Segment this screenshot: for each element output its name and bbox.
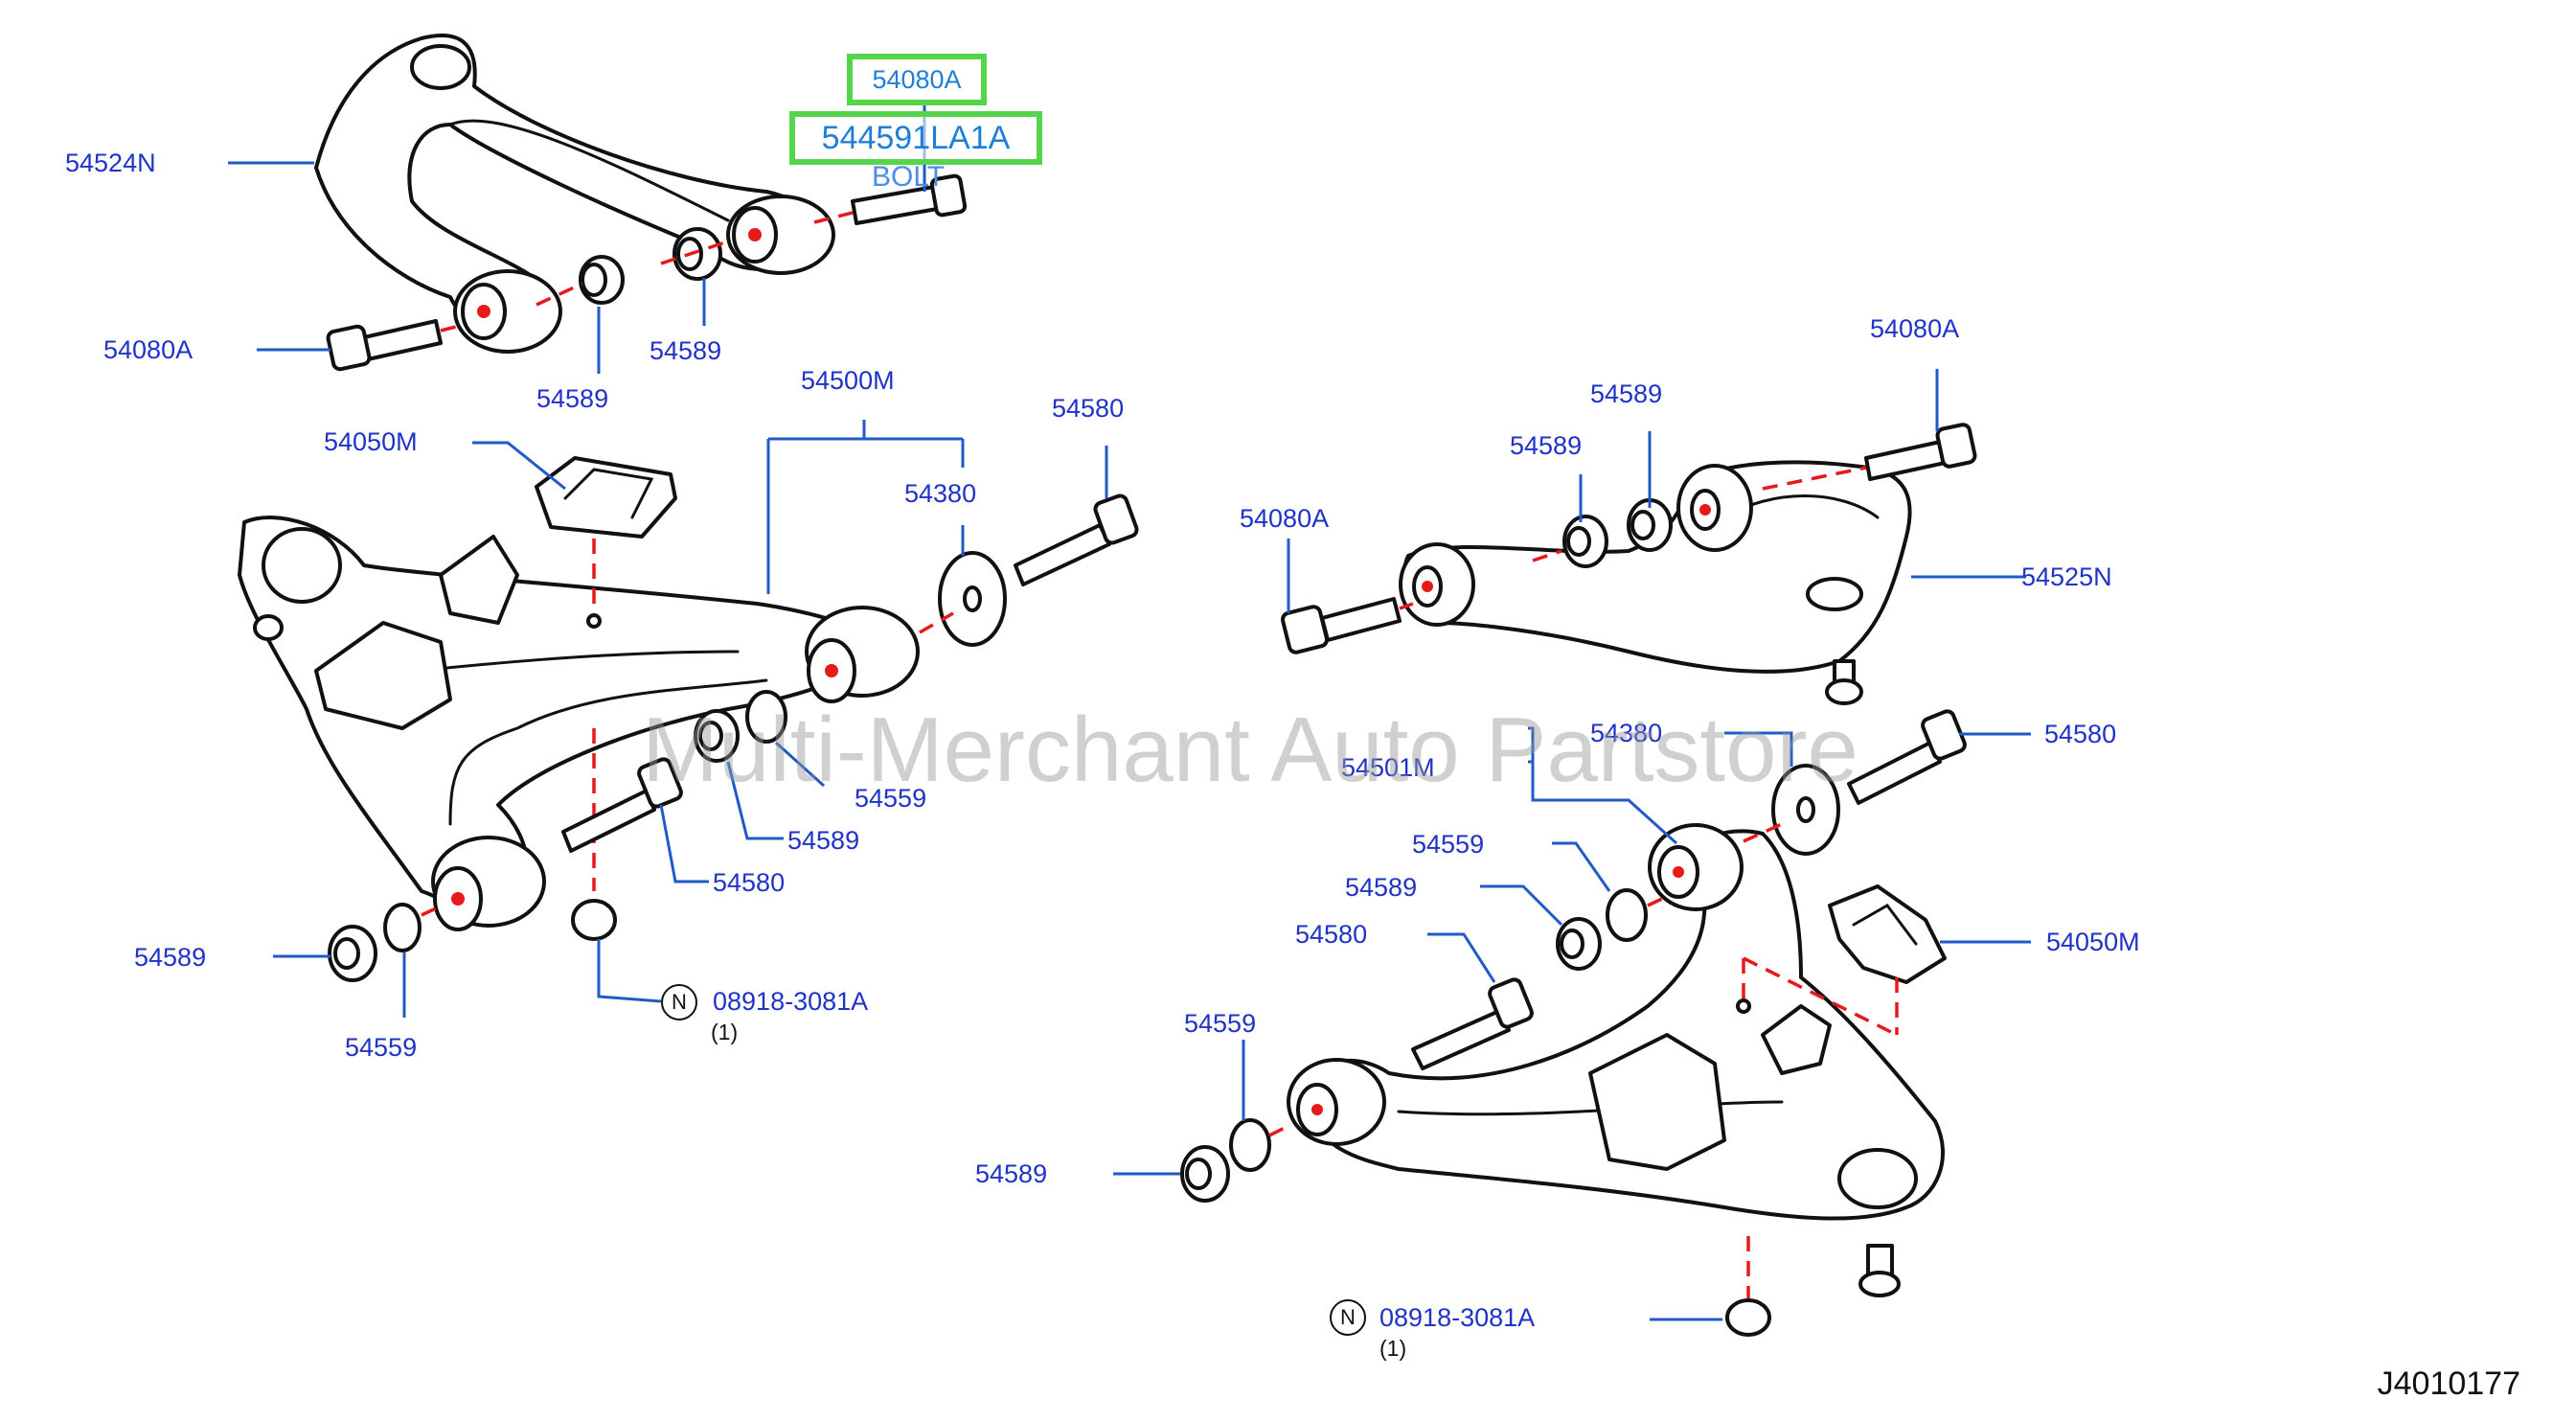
label-la-left-washer-bottom: 54559 bbox=[345, 1033, 418, 1062]
label-la-left-nut-code: 08918-3081A bbox=[713, 987, 869, 1016]
upper-arm-left bbox=[314, 34, 835, 354]
label-ua-right-nut-b: 54589 bbox=[1510, 431, 1583, 460]
label-la-left-bolt-top: 54580 bbox=[1052, 394, 1125, 423]
label-la-right-bolt-top: 54580 bbox=[2044, 720, 2117, 748]
ua-right-nut-a bbox=[1562, 515, 1608, 568]
la-left-washer-top bbox=[938, 551, 1007, 647]
label-la-left-nut-bottom: 54589 bbox=[134, 943, 207, 972]
label-la-right-nut-qty: (1) bbox=[1379, 1336, 1407, 1361]
label-la-left-nut-qty: (1) bbox=[711, 1020, 739, 1044]
ua-left-bolt-bottom bbox=[326, 319, 443, 372]
label-la-right-washer-mid: 54559 bbox=[1412, 830, 1485, 859]
label-ua-right-bolt-left: 54080A bbox=[1240, 504, 1330, 533]
n-mark-right: N bbox=[1330, 1299, 1366, 1336]
lower-arm-right bbox=[1287, 823, 1945, 1297]
label-la-right-nut-bottom: 54589 bbox=[975, 1159, 1048, 1188]
highlight-part-number[interactable]: 544591LA1A bbox=[789, 111, 1042, 165]
leader-lines bbox=[228, 105, 2031, 1321]
label-ua-right-nut-a: 54589 bbox=[1590, 379, 1663, 408]
label-la-right-washer-top: 54380 bbox=[1590, 719, 1663, 747]
la-right-washer-top bbox=[1771, 764, 1840, 856]
label-la-left-washer-top: 54380 bbox=[904, 479, 977, 508]
label-ua-left-bolt: 54080A bbox=[103, 335, 194, 364]
la-left-washer-mid bbox=[745, 690, 787, 744]
la-left-bolt-top bbox=[1014, 493, 1139, 586]
n-mark-left: N bbox=[661, 984, 697, 1021]
label-la-left-washer-mid: 54559 bbox=[855, 784, 927, 813]
label-ua-right-arm: 54525N bbox=[2021, 562, 2112, 591]
label-la-right-washer-bottom: 54559 bbox=[1184, 1009, 1257, 1038]
ua-right-bolt-left bbox=[1280, 597, 1402, 654]
label-la-right-nut-code: 08918-3081A bbox=[1379, 1303, 1536, 1332]
la-right-nut-mid bbox=[1556, 917, 1602, 971]
la-left-stopper bbox=[535, 456, 677, 539]
label-la-right-stopper: 54050M bbox=[2046, 928, 2140, 956]
label-la-left-assy: 54500M bbox=[801, 366, 895, 395]
ua-left-nut-b bbox=[672, 227, 722, 281]
highlight-bolt-code[interactable]: 54080A bbox=[847, 54, 987, 105]
la-right-stopper bbox=[1828, 884, 1947, 984]
label-la-left-bolt-mid: 54580 bbox=[713, 868, 786, 897]
lower-arm-left bbox=[238, 516, 920, 931]
label-la-right-bolt-mid: 54580 bbox=[1295, 920, 1368, 949]
la-left-washer-bottom bbox=[383, 903, 422, 952]
ua-left-nut-a bbox=[579, 255, 625, 305]
upper-arm-right bbox=[1399, 460, 1912, 705]
la-right-bolt-top bbox=[1847, 709, 1967, 805]
ua-left-bolt-top bbox=[851, 173, 968, 225]
la-left-nut-bottom-center bbox=[571, 899, 617, 941]
la-right-washer-mid bbox=[1606, 888, 1648, 942]
la-left-nut-mid bbox=[694, 709, 740, 763]
la-left-bolt-mid bbox=[561, 757, 683, 853]
watermark: Multi-Merchant Auto Partstore bbox=[642, 699, 1858, 801]
la-right-nut-bottom-center bbox=[1725, 1298, 1771, 1337]
label-la-right-assy: 54501M bbox=[1341, 753, 1435, 782]
la-left-nut-bottom bbox=[328, 925, 377, 982]
label-la-right-nut-mid: 54589 bbox=[1345, 873, 1418, 902]
label-la-left-stopper: 54050M bbox=[324, 427, 418, 456]
la-right-bolt-mid bbox=[1411, 977, 1534, 1070]
la-right-washer-bottom bbox=[1229, 1118, 1271, 1172]
label-ua-left-arm: 54524N bbox=[65, 149, 156, 177]
label-ua-left-nut-b: 54589 bbox=[650, 336, 722, 365]
diagram-reference: J4010177 bbox=[2377, 1365, 2520, 1402]
bolt-label: BOLT bbox=[872, 161, 946, 193]
la-right-nut-bottom bbox=[1180, 1145, 1230, 1203]
ua-right-bolt-top bbox=[1864, 423, 1977, 481]
label-ua-left-nut-a: 54589 bbox=[536, 384, 609, 413]
label-la-left-nut-mid: 54589 bbox=[787, 826, 860, 855]
label-ua-right-bolt-top: 54080A bbox=[1870, 314, 1960, 343]
